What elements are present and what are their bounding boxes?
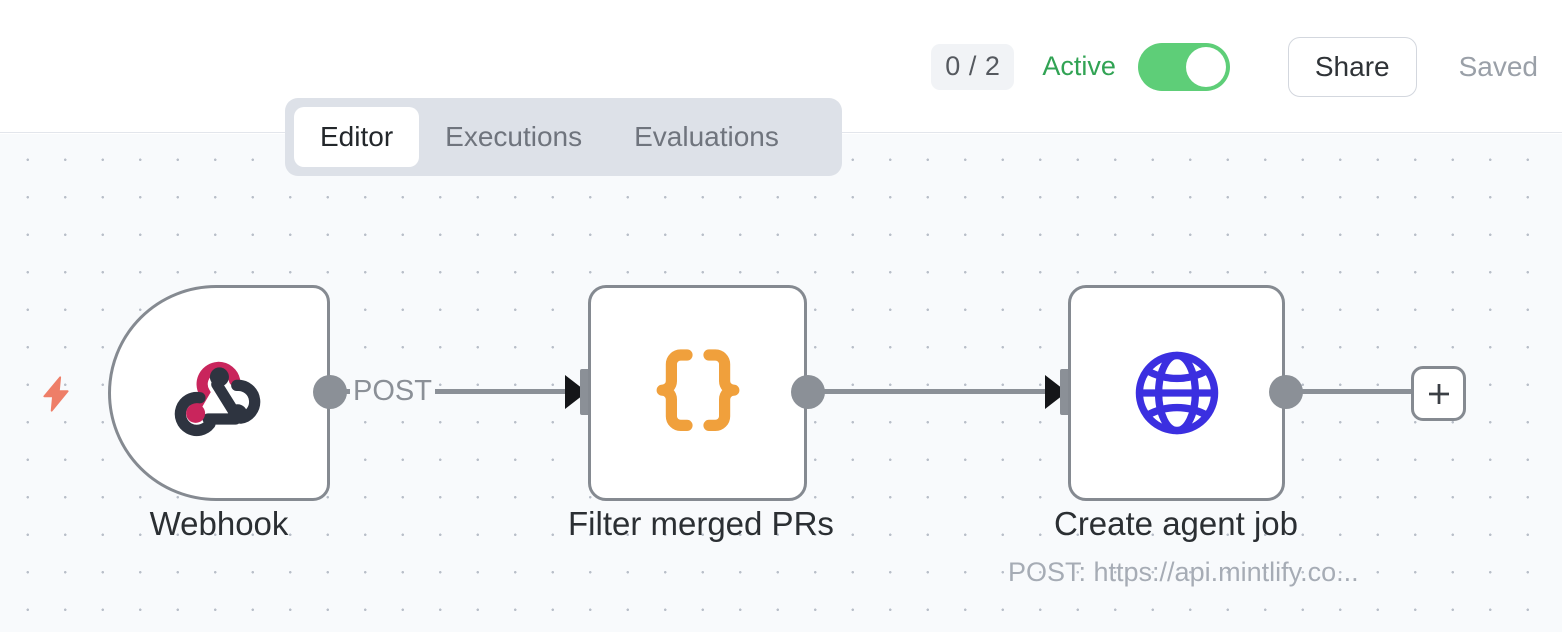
edge-label-post: POST bbox=[350, 375, 435, 408]
node-http-icon-wrap bbox=[1071, 288, 1282, 498]
run-count-badge: 0 / 2 bbox=[931, 43, 1015, 90]
node-filter-label: Filter merged PRs bbox=[568, 505, 834, 542]
webhook-logo-icon bbox=[174, 361, 261, 436]
node-http-label: Create agent job bbox=[1053, 505, 1298, 542]
lightning-bolt-icon bbox=[36, 370, 76, 418]
webhook-dot-top bbox=[209, 367, 229, 387]
workflow-active-toggle[interactable] bbox=[1137, 42, 1230, 91]
tab-executions[interactable]: Executions bbox=[445, 121, 583, 152]
curly-braces-icon bbox=[656, 349, 739, 431]
edge-filter-to-http[interactable] bbox=[819, 389, 1045, 394]
node-filter-icon-wrap bbox=[591, 288, 804, 498]
node-webhook-icon-wrap bbox=[111, 288, 327, 498]
add-node-button[interactable] bbox=[1411, 366, 1466, 421]
edge-webhook-to-filter[interactable] bbox=[341, 389, 579, 394]
workflow-status-label: Active bbox=[1042, 51, 1116, 81]
tab-evaluations[interactable]: Evaluations bbox=[634, 121, 779, 152]
globe-icon bbox=[1135, 351, 1218, 435]
share-button[interactable]: Share bbox=[1287, 36, 1417, 97]
webhook-dot-right bbox=[228, 404, 248, 424]
webhook-dot-left bbox=[186, 403, 206, 423]
node-webhook[interactable] bbox=[108, 285, 330, 501]
node-webhook-label: Webhook bbox=[149, 505, 289, 542]
node-create-agent-job[interactable] bbox=[1068, 285, 1285, 501]
plus-icon bbox=[1428, 383, 1449, 404]
header-actions: 0 / 2 Active Share Saved bbox=[931, 0, 1538, 133]
edge-http-to-add bbox=[1297, 389, 1415, 394]
toggle-knob bbox=[1185, 46, 1226, 87]
tab-editor[interactable]: Editor bbox=[294, 107, 420, 167]
node-http-sublabel: POST: https://api.mintlify.co... bbox=[1008, 557, 1359, 587]
saved-status-label: Saved bbox=[1458, 50, 1538, 82]
workflow-canvas[interactable]: Webhook POST Filter merged PRs bbox=[0, 134, 1562, 632]
node-filter-merged-prs[interactable] bbox=[588, 285, 807, 501]
view-tabs: Editor Executions Evaluations bbox=[285, 98, 842, 176]
